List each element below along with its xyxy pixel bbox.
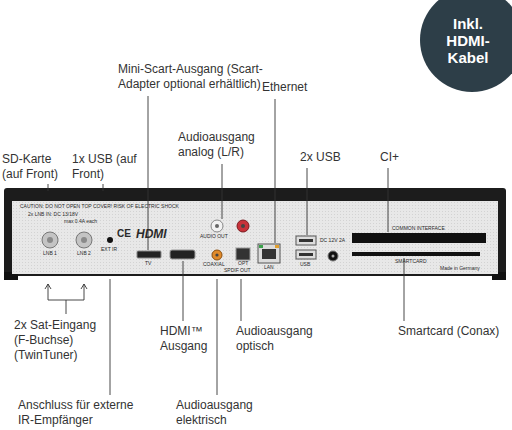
leader-line <box>388 168 389 232</box>
rca-core <box>241 224 245 228</box>
badge-text-box: Inkl. HDMI- Kabel <box>437 15 499 66</box>
badge-circle: Inkl. HDMI- Kabel <box>420 0 512 92</box>
bracket <box>48 284 84 314</box>
lan-led <box>275 245 279 248</box>
leader-line <box>222 164 223 219</box>
smartcard-slot <box>352 252 480 256</box>
panel-marking: AUDIO OUT <box>200 234 228 239</box>
usb-port <box>296 250 316 259</box>
callout-label: Ethernet <box>262 80 307 95</box>
panel-marking: COAXIAL <box>203 262 225 267</box>
callout-label: SD-Karte (auf Front) <box>2 152 70 182</box>
leader-line <box>148 96 149 250</box>
leader-line <box>217 279 218 395</box>
panel-marking: CAUTION: DO NOT OPEN TOP COVER! RISK OF … <box>20 204 179 209</box>
badge-fill <box>420 0 512 92</box>
usb-tongue <box>299 253 313 256</box>
lan-port <box>258 244 280 263</box>
callout-label: 2x Sat-Eingang (F-Buchse) (TwinTuner) <box>14 318 106 363</box>
f-connector-core <box>47 237 53 243</box>
coaxial-port <box>212 250 222 260</box>
panel-marking: LNB 2 <box>77 251 91 256</box>
dc-jack <box>328 251 338 261</box>
hdmi-port <box>170 250 195 259</box>
leader-line <box>103 184 104 191</box>
panel-marking: LAN <box>264 265 274 270</box>
callout-label: CI+ <box>380 150 399 165</box>
usb-tongue <box>299 239 313 242</box>
leader-line <box>110 279 111 395</box>
ir-jack <box>107 237 113 243</box>
leader-line <box>48 184 49 191</box>
panel-marking: LNB 1 <box>43 251 57 256</box>
panel-marking: SPDIF OUT <box>224 268 251 273</box>
bracket-arrows <box>45 284 87 289</box>
lan-led <box>259 245 263 248</box>
leader-line <box>404 258 405 321</box>
panel-marking: HDMI <box>136 228 167 240</box>
rca-core <box>215 224 219 228</box>
lan-socket <box>262 249 276 259</box>
usb-port <box>296 236 316 245</box>
panel-marking: COMMON INTERFACE <box>392 226 445 231</box>
panel-marking: DC 12V 2A <box>320 238 345 243</box>
housing <box>4 188 506 276</box>
coaxial-core <box>215 253 218 256</box>
leader-line <box>183 261 184 321</box>
leader-line <box>307 168 308 235</box>
back-panel <box>12 201 498 274</box>
panel-marking: USB <box>300 262 310 267</box>
panel-marking: Made in Germany <box>440 266 480 271</box>
panel-marking: CE <box>117 229 131 239</box>
panel-marking: EXT IR <box>101 247 117 252</box>
ci-slot <box>352 233 486 243</box>
panel-marking: 2x LNB IN: DC 13/18V <box>28 212 78 217</box>
callout-label: Anschluss für externe IR-Empfänger <box>18 398 148 428</box>
f-connector-core <box>81 237 87 243</box>
panel-marking: OPT <box>238 261 248 266</box>
dc-pin <box>332 255 335 258</box>
panel-marking: TV <box>145 261 151 266</box>
panel-marking: SMARTCARD <box>395 259 427 264</box>
f-connector <box>76 232 92 248</box>
rca-red <box>237 220 249 232</box>
mini-scart-port <box>137 251 161 258</box>
callout-label: Smartcard (Conax) <box>398 324 499 339</box>
callout-label: HDMI™ Ausgang <box>160 324 218 354</box>
badge-text: Inkl. HDMI- Kabel <box>437 15 499 66</box>
leader-line <box>241 279 242 321</box>
rca-white <box>211 220 223 232</box>
panel-marking: max 0.4A each <box>64 219 97 224</box>
callout-label: Audioausgang optisch <box>236 324 324 354</box>
panel-texture <box>12 201 498 274</box>
callout-label: 1x USB (auf Front) <box>72 152 140 182</box>
callout-label: 2x USB <box>300 150 341 165</box>
callout-label: Audioausgang elektrisch <box>176 398 270 428</box>
leader-line <box>275 99 276 243</box>
callout-label: Audioausgang analog (L/R) <box>178 130 278 160</box>
optical-port <box>236 248 250 260</box>
f-connector <box>42 232 58 248</box>
